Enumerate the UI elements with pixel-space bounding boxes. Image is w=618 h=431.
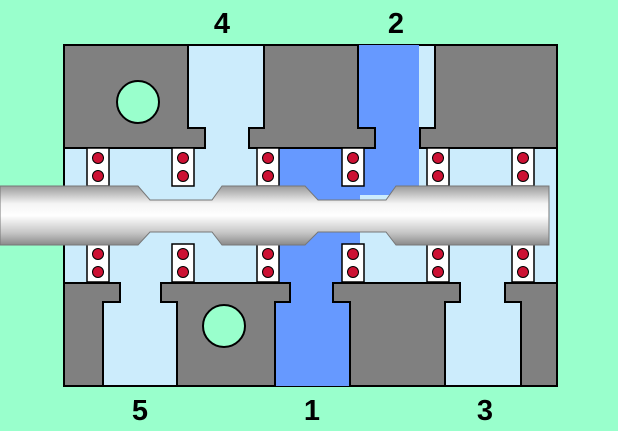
- seal: [171, 243, 195, 283]
- seal: [256, 147, 280, 187]
- port-label-1: 1: [303, 395, 321, 427]
- port-hole-top: [116, 80, 160, 124]
- port-label-5: 5: [131, 395, 149, 427]
- seal: [86, 243, 110, 283]
- seal: [171, 147, 195, 187]
- seal: [256, 243, 280, 283]
- seal: [511, 147, 535, 187]
- housing-bottom-center-right: [332, 282, 461, 387]
- spool: [0, 185, 550, 246]
- seal: [426, 147, 450, 187]
- pressure-channel-upper: [355, 45, 419, 195]
- housing-top-right: [419, 44, 558, 149]
- seal: [341, 147, 365, 187]
- seal: [86, 147, 110, 187]
- port-hole-bottom: [202, 304, 246, 348]
- seal: [511, 243, 535, 283]
- port-label-2: 2: [387, 8, 405, 40]
- port-label-4: 4: [213, 8, 231, 40]
- seal: [426, 243, 450, 283]
- housing-bottom-right: [504, 282, 558, 387]
- seal: [341, 243, 365, 283]
- housing-bottom-left: [63, 282, 121, 387]
- housing-top-center: [248, 44, 376, 149]
- port-label-3: 3: [476, 395, 494, 427]
